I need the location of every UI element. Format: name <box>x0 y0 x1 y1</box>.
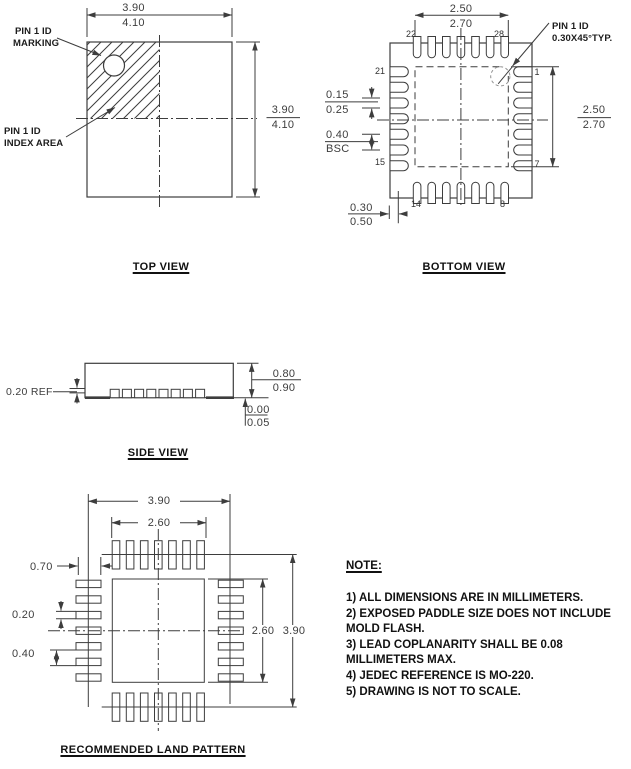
top-view-drawing <box>56 8 300 207</box>
pin1-marking-label-line2: MARKING <box>13 38 60 49</box>
pin-7-number: 7 <box>534 158 540 169</box>
pin1-marking-label-line1: PIN 1 ID <box>15 26 52 37</box>
pin-21-number: 21 <box>375 65 386 76</box>
side-view-title: SIDE VIEW <box>127 446 189 459</box>
note-heading: NOTE: <box>346 559 382 572</box>
top-width-max: 3.90 <box>122 1 145 14</box>
land-pad-width: 0.20 <box>12 609 35 621</box>
lead-pitch-value: 0.40 <box>326 128 349 141</box>
lead-length-max: 0.30 <box>350 201 373 214</box>
note-item-2: 2) EXPOSED PADDLE SIZE DOES NOT INCLUDE … <box>346 607 611 636</box>
pin1-id-leader <box>512 22 550 67</box>
top-height-max: 3.90 <box>271 104 295 116</box>
pin1-index-leader <box>65 107 116 138</box>
body-height-max: 0.80 <box>272 367 296 380</box>
pin1-chamfer <box>497 66 513 85</box>
bottom-view-drawing <box>325 12 611 224</box>
standoff-max: 0.05 <box>247 416 270 429</box>
side-view-drawing <box>53 362 301 426</box>
note-list: 1) ALL DIMENSIONS ARE IN MILLIMETERS. 2)… <box>346 591 631 700</box>
lead-thickness-ref: 0.20 REF <box>6 386 53 398</box>
land-pad-length: 0.70 <box>30 560 53 573</box>
exposed-paddle <box>414 66 509 168</box>
land-pattern-drawing <box>48 494 297 731</box>
pin-15-number: 15 <box>375 156 386 167</box>
bottom-pad-width-min: 2.70 <box>449 17 473 30</box>
pin1-marking-leader <box>56 37 102 56</box>
note-item-5: 5) DRAWING IS NOT TO SCALE. <box>346 685 521 698</box>
pin-22-number: 22 <box>406 29 417 39</box>
land-pattern-title: RECOMMENDED LAND PATTERN <box>60 743 246 756</box>
pin-1-number: 1 <box>534 67 540 77</box>
bottom-pad-height-max: 2.50 <box>582 104 606 116</box>
body-height-min: 0.90 <box>272 381 296 394</box>
top-view-title: TOP VIEW <box>132 261 190 273</box>
pin1-index-label-line1: PIN 1 ID <box>4 126 41 137</box>
top-height-min: 4.10 <box>271 119 295 131</box>
pin1-id-label-line2: 0.30X45°TYP. <box>552 32 613 44</box>
pin1-chamfer-highlight-circle <box>490 66 511 87</box>
lead-pitch-basis: BSC <box>326 143 350 155</box>
lead-length-min: 0.50 <box>350 215 373 228</box>
land-outer-width: 3.90 <box>138 495 180 507</box>
pin1-id-label-line1: PIN 1 ID <box>552 20 589 32</box>
lead-width-max: 0.15 <box>326 89 349 101</box>
pin-8-number: 8 <box>500 199 506 209</box>
bottom-view-title: BOTTOM VIEW <box>422 261 506 273</box>
standoff-min: 0.00 <box>247 403 270 416</box>
pin-14-number: 14 <box>411 199 422 209</box>
bottom-pad-width-max: 2.50 <box>449 2 473 15</box>
pin-28-number: 28 <box>494 29 505 39</box>
land-pad-pitch: 0.40 <box>12 647 35 660</box>
note-item-3: 3) LEAD COPLANARITY SHALL BE 0.08 MILLIM… <box>346 638 563 667</box>
note-item-1: 1) ALL DIMENSIONS ARE IN MILLIMETERS. <box>346 592 584 604</box>
note-item-4: 4) JEDEC REFERENCE IS MO-220. <box>346 669 534 682</box>
lead-width-min: 0.25 <box>326 103 349 116</box>
land-outer-height: 3.90 <box>275 625 313 637</box>
land-inner-width: 2.60 <box>138 517 180 529</box>
top-width-min: 4.10 <box>122 16 145 29</box>
pin1-index-label-line2: INDEX AREA <box>4 138 64 149</box>
land-paddle-height: 2.60 <box>244 625 282 637</box>
pin1-marking-circle <box>102 54 126 77</box>
bottom-pad-height-min: 2.70 <box>582 119 606 131</box>
